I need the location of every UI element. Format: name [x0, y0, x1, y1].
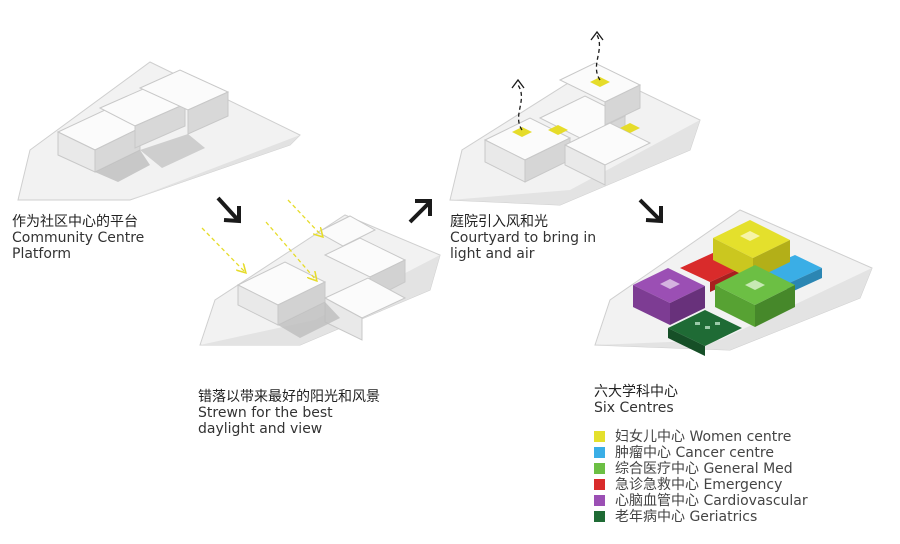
legend-item-geriatrics: 老年病中心 Geriatrics — [594, 508, 808, 525]
centre-block-general — [715, 265, 795, 327]
legend-swatch — [594, 478, 605, 490]
step-arrow-1 — [216, 196, 241, 224]
sunlight-rays — [201, 199, 322, 280]
legend-label: 心脑血管中心 Cardiovascular — [615, 493, 808, 509]
six-centres-diagram — [594, 209, 873, 356]
legend-item-cancer: 肿瘤中心 Cancer centre — [594, 444, 808, 461]
courtyard-diagram — [449, 30, 701, 206]
legend-label: 老年病中心 Geriatrics — [615, 509, 758, 525]
platform-block-c — [138, 69, 230, 135]
legend-swatch — [594, 446, 605, 458]
caption-strewn-en2: daylight and view — [198, 421, 323, 437]
legend-label: 综合医疗中心 General Med — [615, 461, 793, 477]
legend-swatch — [594, 430, 605, 442]
courtyard-block-d — [563, 122, 652, 186]
caption-courtyard-en1: Courtyard to bring in — [450, 230, 597, 246]
strewn-block-c — [316, 215, 377, 247]
centres-legend: 妇女儿中心 Women centre 肿瘤中心 Cancer centre 综合… — [594, 428, 808, 525]
step-arrow-2 — [408, 199, 432, 224]
legend-swatch — [594, 510, 605, 522]
caption-platform-en2: Platform — [12, 246, 72, 262]
legend-label: 妇女儿中心 Women centre — [615, 429, 792, 445]
centre-block-cardio — [633, 268, 705, 325]
legend-item-cardio: 心脑血管中心 Cardiovascular — [594, 492, 808, 509]
legend-swatch — [594, 494, 605, 506]
legend-item-women: 妇女儿中心 Women centre — [594, 428, 808, 445]
platform-block-a — [56, 109, 142, 173]
courtyard-block-a — [483, 117, 572, 183]
caption-strewn-en1: Strewn for the best — [198, 405, 333, 421]
courtyard-block-c — [558, 62, 642, 126]
centre-block-geriatrics — [668, 310, 742, 356]
airflow-arrows — [517, 34, 601, 131]
strewn-block-a — [236, 261, 327, 326]
strewn-diagram — [199, 199, 441, 346]
strewn-block-d — [323, 277, 407, 341]
legend-label: 肿瘤中心 Cancer centre — [615, 445, 774, 461]
caption-courtyard: 庭院引入风和光 Courtyard to bring in light and … — [450, 214, 596, 262]
caption-courtyard-en2: light and air — [450, 246, 535, 262]
caption-strewn-zh: 错落以带来最好的阳光和风景 — [198, 389, 380, 405]
caption-platform-en1: Community Centre — [12, 230, 145, 246]
caption-strewn: 错落以带来最好的阳光和风景 Strewn for the best daylig… — [198, 389, 380, 437]
caption-six-centres: 六大学科中心 Six Centres — [594, 384, 678, 416]
caption-platform: 作为社区中心的平台 Community Centre Platform — [12, 214, 144, 262]
caption-six-centres-en1: Six Centres — [594, 400, 674, 416]
caption-courtyard-zh: 庭院引入风和光 — [450, 214, 548, 230]
legend-swatch — [594, 462, 605, 474]
caption-platform-zh: 作为社区中心的平台 — [12, 214, 138, 230]
legend-label: 急诊急救中心 Emergency — [615, 477, 783, 493]
legend-item-emergency: 急诊急救中心 Emergency — [594, 476, 808, 493]
legend-item-general: 综合医疗中心 General Med — [594, 460, 808, 477]
platform-diagram — [17, 61, 301, 201]
caption-six-centres-zh: 六大学科中心 — [594, 384, 678, 400]
step-arrow-3 — [638, 198, 663, 224]
